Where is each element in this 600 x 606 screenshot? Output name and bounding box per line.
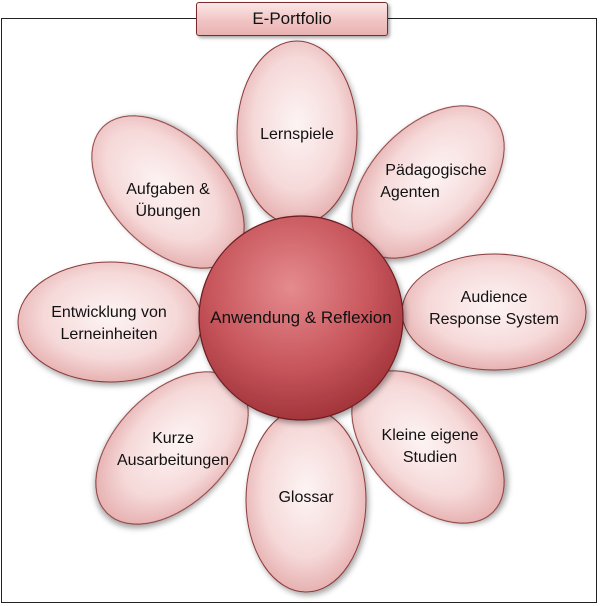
petal-label: Aufgaben &Übungen bbox=[126, 181, 210, 220]
center-circle: Anwendung & Reflexion bbox=[198, 215, 404, 421]
petal-lernspiele: Lernspiele bbox=[236, 40, 358, 226]
diagram-title: E-Portfolio bbox=[252, 9, 332, 28]
diagram-title-box: E-Portfolio bbox=[196, 2, 388, 36]
petal-label: Glossar bbox=[278, 489, 334, 506]
petal-label: Lernspiele bbox=[260, 126, 334, 143]
center-label: Anwendung & Reflexion bbox=[210, 308, 391, 327]
petal-glossar: Glossar bbox=[245, 407, 367, 593]
petal-aufgaben-uebungen: Aufgaben &Übungen bbox=[91, 115, 245, 269]
